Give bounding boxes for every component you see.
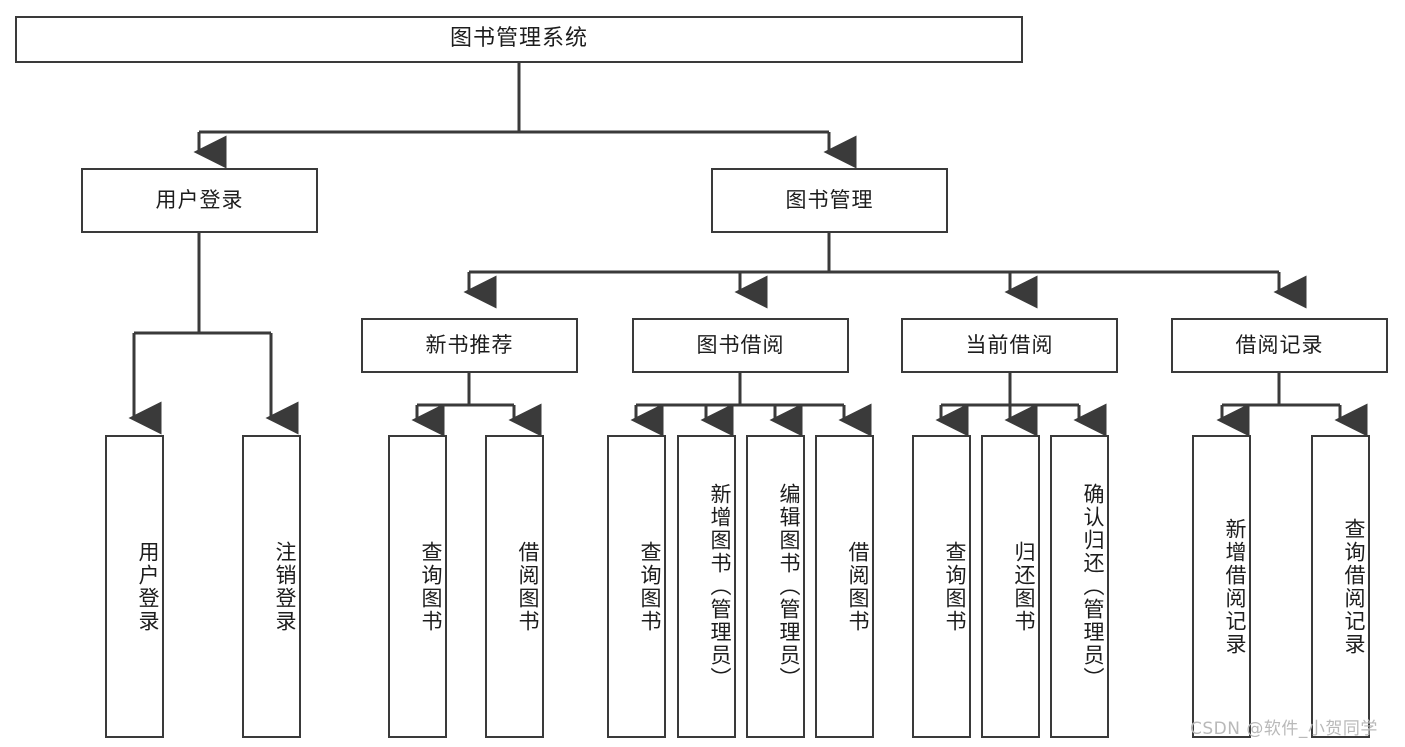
node-book-borrow[interactable]: 图书借阅 [632,318,849,373]
csdn-watermark: CSDN @软件_小贺同学 [1190,719,1378,739]
node-label: 借阅记录 [1235,332,1324,357]
node-label: 编辑图书（管理员） [777,483,801,690]
node-label: 确认归还（管理员） [1081,483,1105,690]
node-label: 新增借阅记录 [1223,517,1247,656]
node-leaf-query-book-2[interactable]: 查询图书 [607,435,666,738]
node-label: 新书推荐 [425,332,514,357]
node-label: 查询图书 [638,540,662,633]
node-label: 用户登录 [136,540,160,633]
node-leaf-confirm-return[interactable]: 确认归还（管理员） [1050,435,1109,738]
node-leaf-add-book[interactable]: 新增图书（管理员） [677,435,736,738]
node-leaf-add-borrow-record[interactable]: 新增借阅记录 [1192,435,1251,738]
node-leaf-query-book-1[interactable]: 查询图书 [388,435,447,738]
node-label: 用户登录 [155,187,244,212]
node-label: 当前借阅 [965,332,1054,357]
node-root-book-management-system[interactable]: 图书管理系统 [15,16,1023,63]
node-user-login[interactable]: 用户登录 [81,168,318,233]
node-leaf-return-book[interactable]: 归还图书 [981,435,1040,738]
node-label: 图书管理 [785,187,874,212]
node-label: 查询图书 [943,540,967,633]
node-label: 借阅图书 [516,540,540,633]
node-new-book-recommend[interactable]: 新书推荐 [361,318,578,373]
node-label: 借阅图书 [846,540,870,633]
node-current-borrow[interactable]: 当前借阅 [901,318,1118,373]
node-leaf-borrow-book-2[interactable]: 借阅图书 [815,435,874,738]
node-label: 新增图书（管理员） [708,483,732,690]
node-leaf-borrow-book-1[interactable]: 借阅图书 [485,435,544,738]
node-leaf-edit-book[interactable]: 编辑图书（管理员） [746,435,805,738]
node-book-management[interactable]: 图书管理 [711,168,948,233]
node-label: 查询借阅记录 [1342,517,1366,656]
node-borrow-record[interactable]: 借阅记录 [1171,318,1388,373]
node-leaf-query-borrow-record[interactable]: 查询借阅记录 [1311,435,1370,738]
node-leaf-query-book-3[interactable]: 查询图书 [912,435,971,738]
node-label: 归还图书 [1012,540,1036,633]
node-label: 图书管理系统 [449,26,588,52]
node-label: 注销登录 [273,540,297,633]
node-label: 查询图书 [419,540,443,633]
node-label: 图书借阅 [696,332,785,357]
node-leaf-logout-login[interactable]: 注销登录 [242,435,301,738]
node-leaf-user-login[interactable]: 用户登录 [105,435,164,738]
